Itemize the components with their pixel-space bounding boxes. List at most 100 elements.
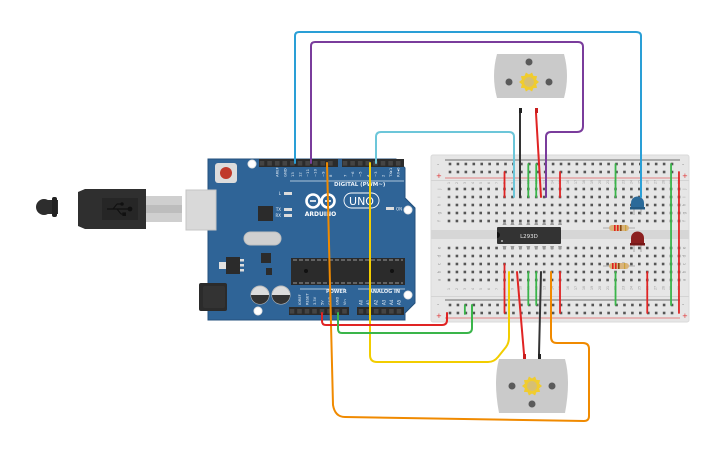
breadboard-hole[interactable] [471,203,475,207]
breadboard-hole[interactable] [542,262,546,266]
breadboard-hole[interactable] [615,303,618,307]
breadboard-hole[interactable] [559,303,563,307]
breadboard-hole[interactable] [591,311,595,315]
breadboard-hole[interactable] [551,170,555,174]
breadboard-hole[interactable] [519,262,522,266]
header-pin[interactable] [290,161,295,166]
breadboard-hole[interactable] [534,254,538,258]
breadboard-hole[interactable] [520,162,523,166]
breadboard-hole[interactable] [472,162,476,166]
breadboard-hole[interactable] [487,219,490,223]
breadboard-hole[interactable] [622,187,625,191]
breadboard-hole[interactable] [463,195,467,199]
breadboard-hole[interactable] [448,162,452,166]
breadboard-hole[interactable] [638,278,641,282]
header-pin[interactable] [319,309,325,314]
breadboard-hole[interactable] [534,203,538,207]
breadboard-hole[interactable] [447,254,451,258]
breadboard-hole[interactable] [463,211,467,215]
breadboard-hole[interactable] [653,187,657,191]
breadboard-hole[interactable] [495,270,498,274]
breadboard-hole[interactable] [479,270,483,274]
blue-led[interactable] [630,196,645,216]
breadboard-hole[interactable] [447,187,451,191]
wire-black-motor-bottom[interactable] [538,271,542,355]
breadboard-hole[interactable] [488,162,491,166]
breadboard-hole[interactable] [495,254,498,258]
breadboard-hole[interactable] [558,262,562,266]
breadboard-hole[interactable] [519,270,522,274]
breadboard-hole[interactable] [519,211,522,215]
breadboard-hole[interactable] [654,170,658,174]
breadboard-hole[interactable] [480,311,484,315]
wire-cyan-pin3[interactable] [375,131,515,198]
breadboard-hole[interactable] [535,311,539,315]
breadboard-hole[interactable] [455,195,459,199]
breadboard-hole[interactable] [566,254,570,258]
breadboard-hole[interactable] [591,170,595,174]
header-pin[interactable] [320,161,326,166]
breadboard-hole[interactable] [534,262,538,266]
header-pin[interactable] [396,309,402,314]
breadboard-hole[interactable] [574,211,578,215]
breadboard-hole[interactable] [542,270,546,274]
breadboard-hole[interactable] [511,203,514,207]
breadboard-hole[interactable] [590,246,594,250]
breadboard-hole[interactable] [463,254,467,258]
breadboard-hole[interactable] [511,219,514,223]
breadboard-hole[interactable] [582,211,586,215]
breadboard-hole[interactable] [463,219,467,223]
breadboard-hole[interactable] [583,170,587,174]
breadboard-hole[interactable] [456,303,460,307]
breadboard-hole[interactable] [479,203,483,207]
header-pin[interactable] [381,309,387,314]
breadboard-hole[interactable] [622,254,625,258]
breadboard-hole[interactable] [599,303,602,307]
breadboard-hole[interactable] [606,254,609,258]
breadboard-hole[interactable] [623,170,626,174]
breadboard-hole[interactable] [495,211,498,215]
breadboard-hole[interactable] [653,246,657,250]
breadboard-hole[interactable] [464,303,468,307]
breadboard-hole[interactable] [463,203,467,207]
breadboard-hole[interactable] [582,203,586,207]
breadboard-hole[interactable] [504,170,507,174]
breadboard-hole[interactable] [567,303,571,307]
breadboard-hole[interactable] [645,211,649,215]
breadboard-hole[interactable] [566,195,570,199]
breadboard-hole[interactable] [670,311,674,315]
breadboard-hole[interactable] [606,203,609,207]
breadboard-hole[interactable] [638,219,641,223]
breadboard-hole[interactable] [583,303,587,307]
breadboard-hole[interactable] [631,303,634,307]
breadboard-hole[interactable] [480,303,484,307]
breadboard-hole[interactable] [638,187,641,191]
breadboard-hole[interactable] [574,187,578,191]
breadboard-hole[interactable] [583,311,587,315]
wire-red-5v[interactable] [321,312,448,326]
breadboard-hole[interactable] [542,203,546,207]
breadboard-hole[interactable] [550,278,554,282]
breadboard-hole[interactable] [646,311,650,315]
breadboard-hole[interactable] [615,311,618,315]
breadboard-hole[interactable] [559,170,563,174]
breadboard-hole[interactable] [606,195,609,199]
breadboard-hole[interactable] [471,270,475,274]
breadboard-hole[interactable] [487,246,490,250]
header-pin[interactable] [312,161,318,166]
breadboard-hole[interactable] [479,254,483,258]
breadboard-hole[interactable] [550,254,554,258]
breadboard-hole[interactable] [550,211,554,215]
breadboard-hole[interactable] [662,303,666,307]
breadboard-hole[interactable] [527,219,530,223]
breadboard-hole[interactable] [598,262,601,266]
breadboard-hole[interactable] [574,195,578,199]
breadboard-hole[interactable] [622,211,625,215]
breadboard-hole[interactable] [472,303,476,307]
header-pin[interactable] [259,161,265,166]
breadboard-hole[interactable] [512,303,515,307]
breadboard-hole[interactable] [614,254,617,258]
breadboard-hole[interactable] [653,254,657,258]
breadboard-hole[interactable] [447,203,451,207]
